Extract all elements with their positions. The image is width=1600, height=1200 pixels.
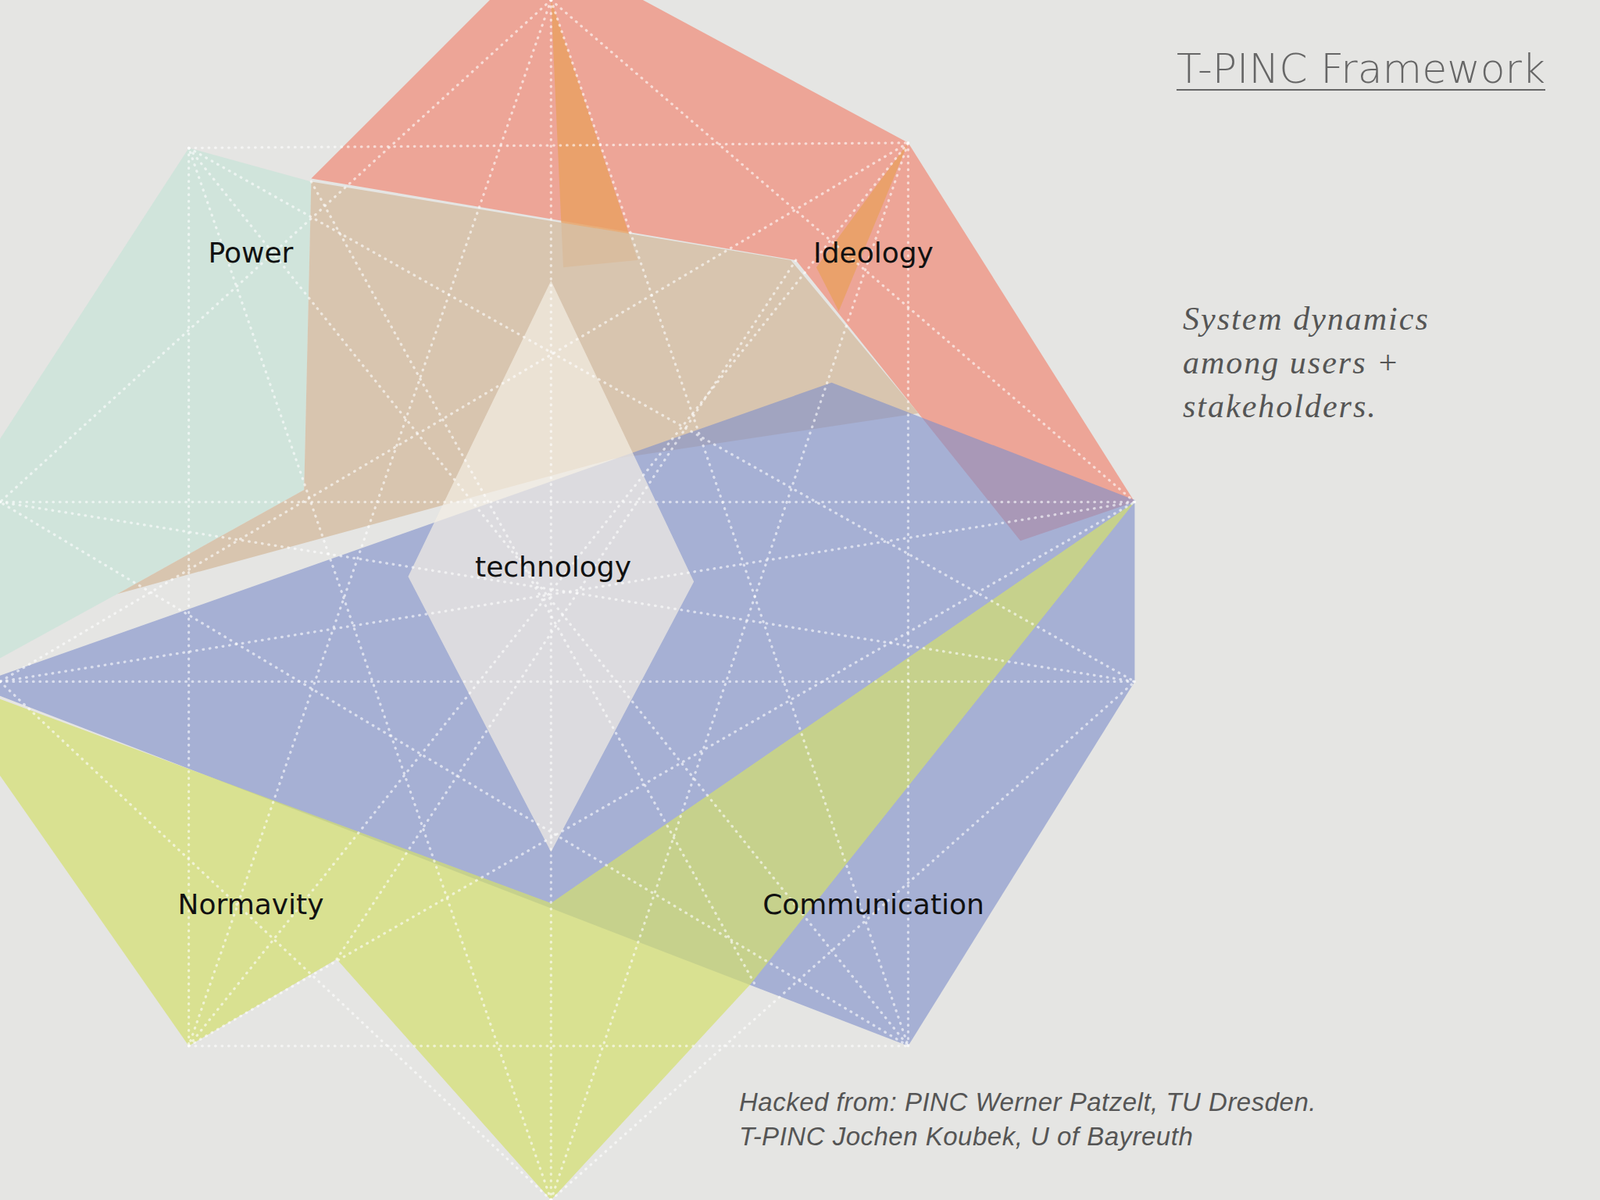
dotted-construction-lines <box>0 0 1135 1200</box>
facet-label: Power <box>208 236 294 269</box>
credit-note: Hacked from: PINC Werner Patzelt, TU Dre… <box>739 1087 1317 1118</box>
facet-label: Communication <box>762 888 985 921</box>
accent-facet <box>816 142 909 312</box>
facet-region: Ideology <box>807 233 940 272</box>
credit-note: T-PINC Jochen Koubek, U of Bayreuth <box>739 1121 1193 1152</box>
page-title: T-PINC Framework <box>1176 45 1546 93</box>
facet-label: technology <box>475 550 632 583</box>
facet-region: Normavity <box>171 885 331 924</box>
facet-label: Ideology <box>813 236 934 269</box>
subtitle-note: System dynamics among users + stakeholde… <box>1182 296 1488 429</box>
facet-region: Communication <box>756 885 991 924</box>
facet-label: Normavity <box>178 888 325 921</box>
facet-region: Power <box>202 233 300 272</box>
facet-region: technology <box>468 547 638 586</box>
